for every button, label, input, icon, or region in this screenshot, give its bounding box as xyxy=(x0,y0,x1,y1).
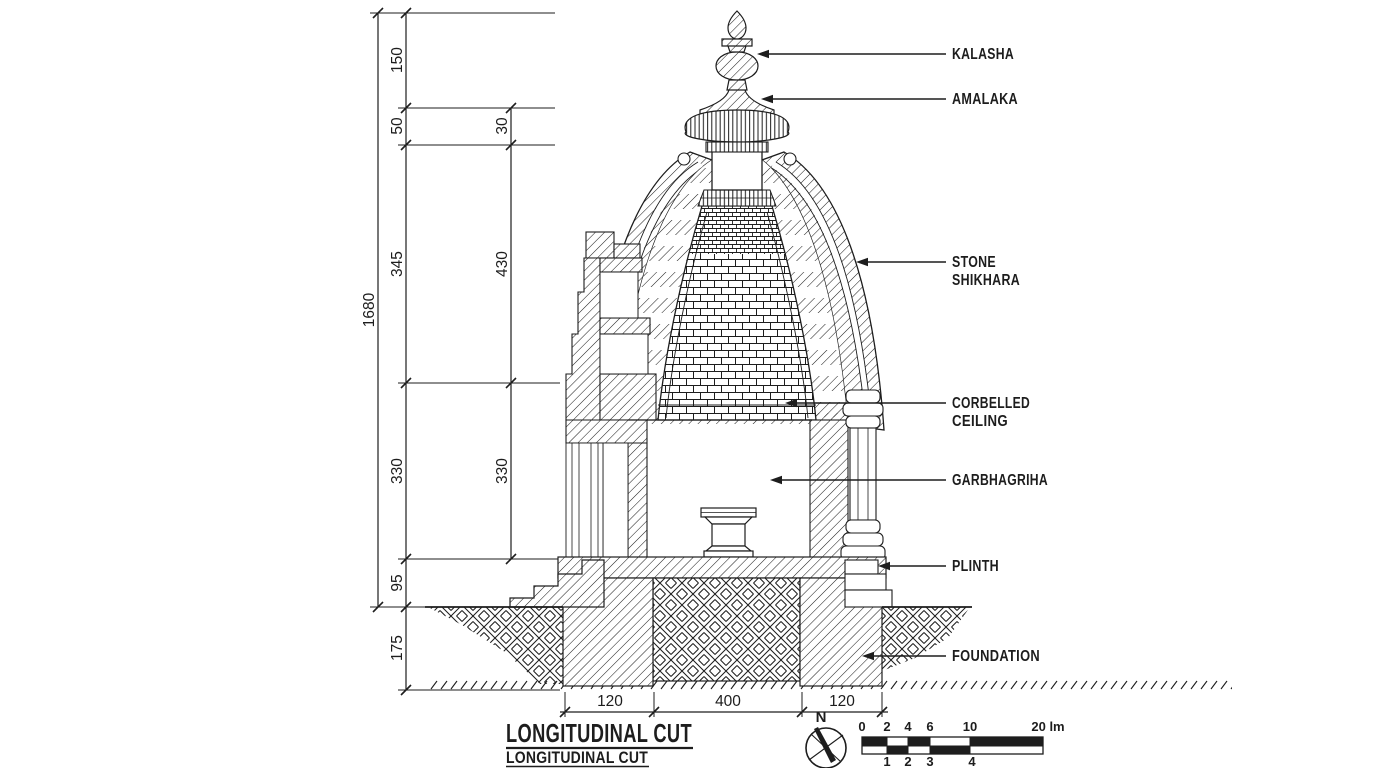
label-corbelled-ceiling-2: CEILING xyxy=(952,413,1008,430)
dim-175: 175 xyxy=(389,635,406,661)
scale-top-20: 20 lm xyxy=(1031,719,1064,734)
dim-150: 150 xyxy=(389,47,406,73)
ground-soil-right xyxy=(882,607,970,671)
scale-bottom-1: 1 xyxy=(883,754,890,768)
shoulder-knob-left xyxy=(677,152,691,166)
doorway-gap xyxy=(602,442,629,558)
amalaka-disc xyxy=(684,109,790,153)
lingam-pedestal xyxy=(700,507,757,558)
scale-top-6: 6 xyxy=(926,719,933,734)
drawing-title-main: LONGITUDINAL CUT xyxy=(506,718,692,748)
scale-top-4: 4 xyxy=(904,719,912,734)
foundation xyxy=(430,577,1232,690)
dim-30: 30 xyxy=(494,117,511,135)
dim-120-right: 120 xyxy=(829,693,855,710)
compass-circle xyxy=(805,727,847,768)
ground-soil-left xyxy=(428,607,563,684)
plinth-moldings xyxy=(844,559,893,608)
dim-1680: 1680 xyxy=(361,292,378,327)
label-plinth: PLINTH xyxy=(952,558,999,575)
dim-345: 345 xyxy=(389,251,406,277)
label-stone-shikhara-1: STONE xyxy=(952,254,996,271)
fan-course xyxy=(697,189,777,207)
north-compass: N xyxy=(805,709,847,768)
annotation-labels: KALASHA AMALAKA STONE SHIKHARA CORBELLED… xyxy=(757,46,1048,665)
scale-bottom-2: 2 xyxy=(904,754,911,768)
dim-95: 95 xyxy=(389,574,406,591)
porch-structure xyxy=(565,231,657,421)
title-block: LONGITUDINAL CUT LONGITUDINAL CUT xyxy=(506,718,693,768)
door-jambs xyxy=(565,442,604,558)
floor-slab xyxy=(557,556,887,579)
compass-needle xyxy=(814,727,836,763)
dimension-lines xyxy=(377,13,888,713)
label-corbelled-ceiling-1: CORBELLED xyxy=(952,395,1030,412)
dim-330-inner: 330 xyxy=(494,458,511,484)
scale-bar-segments xyxy=(862,737,1043,754)
dim-120-left: 120 xyxy=(597,693,623,710)
dim-330-left: 330 xyxy=(389,458,406,484)
scale-bottom-4: 4 xyxy=(968,754,976,768)
label-amalaka: AMALAKA xyxy=(952,91,1018,108)
garbhagriha-left-wall xyxy=(565,419,648,558)
scale-bar: 0 2 4 6 10 20 lm 1 2 3 4 xyxy=(858,719,1064,768)
label-stone-shikhara-2: SHIKHARA xyxy=(952,272,1020,289)
scale-top-2: 2 xyxy=(883,719,890,734)
label-kalasha: KALASHA xyxy=(952,46,1014,63)
dimension-ticks xyxy=(372,7,888,718)
porch-opening-lower xyxy=(599,333,649,375)
north-label: N xyxy=(816,709,827,726)
scale-top-0: 0 xyxy=(858,719,865,734)
label-foundation: FOUNDATION xyxy=(952,648,1040,665)
label-garbhagriha: GARBHAGRIHA xyxy=(952,472,1048,489)
temple-section xyxy=(425,10,1232,690)
garbhagriha-right-wall xyxy=(809,419,849,561)
drawing-title-sub: LONGITUDINAL CUT xyxy=(506,748,648,767)
dimension-framework: 150 50 30 345 430 1680 330 330 95 175 12… xyxy=(361,7,888,718)
scale-bar-ticks xyxy=(862,737,1043,754)
leader-lines xyxy=(760,53,946,657)
dim-430: 430 xyxy=(494,251,511,277)
dim-400: 400 xyxy=(715,693,741,710)
shoulder-knob-right xyxy=(783,152,797,166)
capstone-block xyxy=(711,149,763,191)
scale-top-10: 10 xyxy=(963,719,977,734)
corbelled-ceiling-cone xyxy=(657,189,817,421)
exterior-pilaster xyxy=(840,389,886,561)
porch-opening-upper xyxy=(599,271,639,319)
entrance-steps xyxy=(509,559,605,608)
scale-bottom-3: 3 xyxy=(926,754,933,768)
dim-50: 50 xyxy=(389,117,406,135)
shikhara-shell-right xyxy=(761,151,885,431)
